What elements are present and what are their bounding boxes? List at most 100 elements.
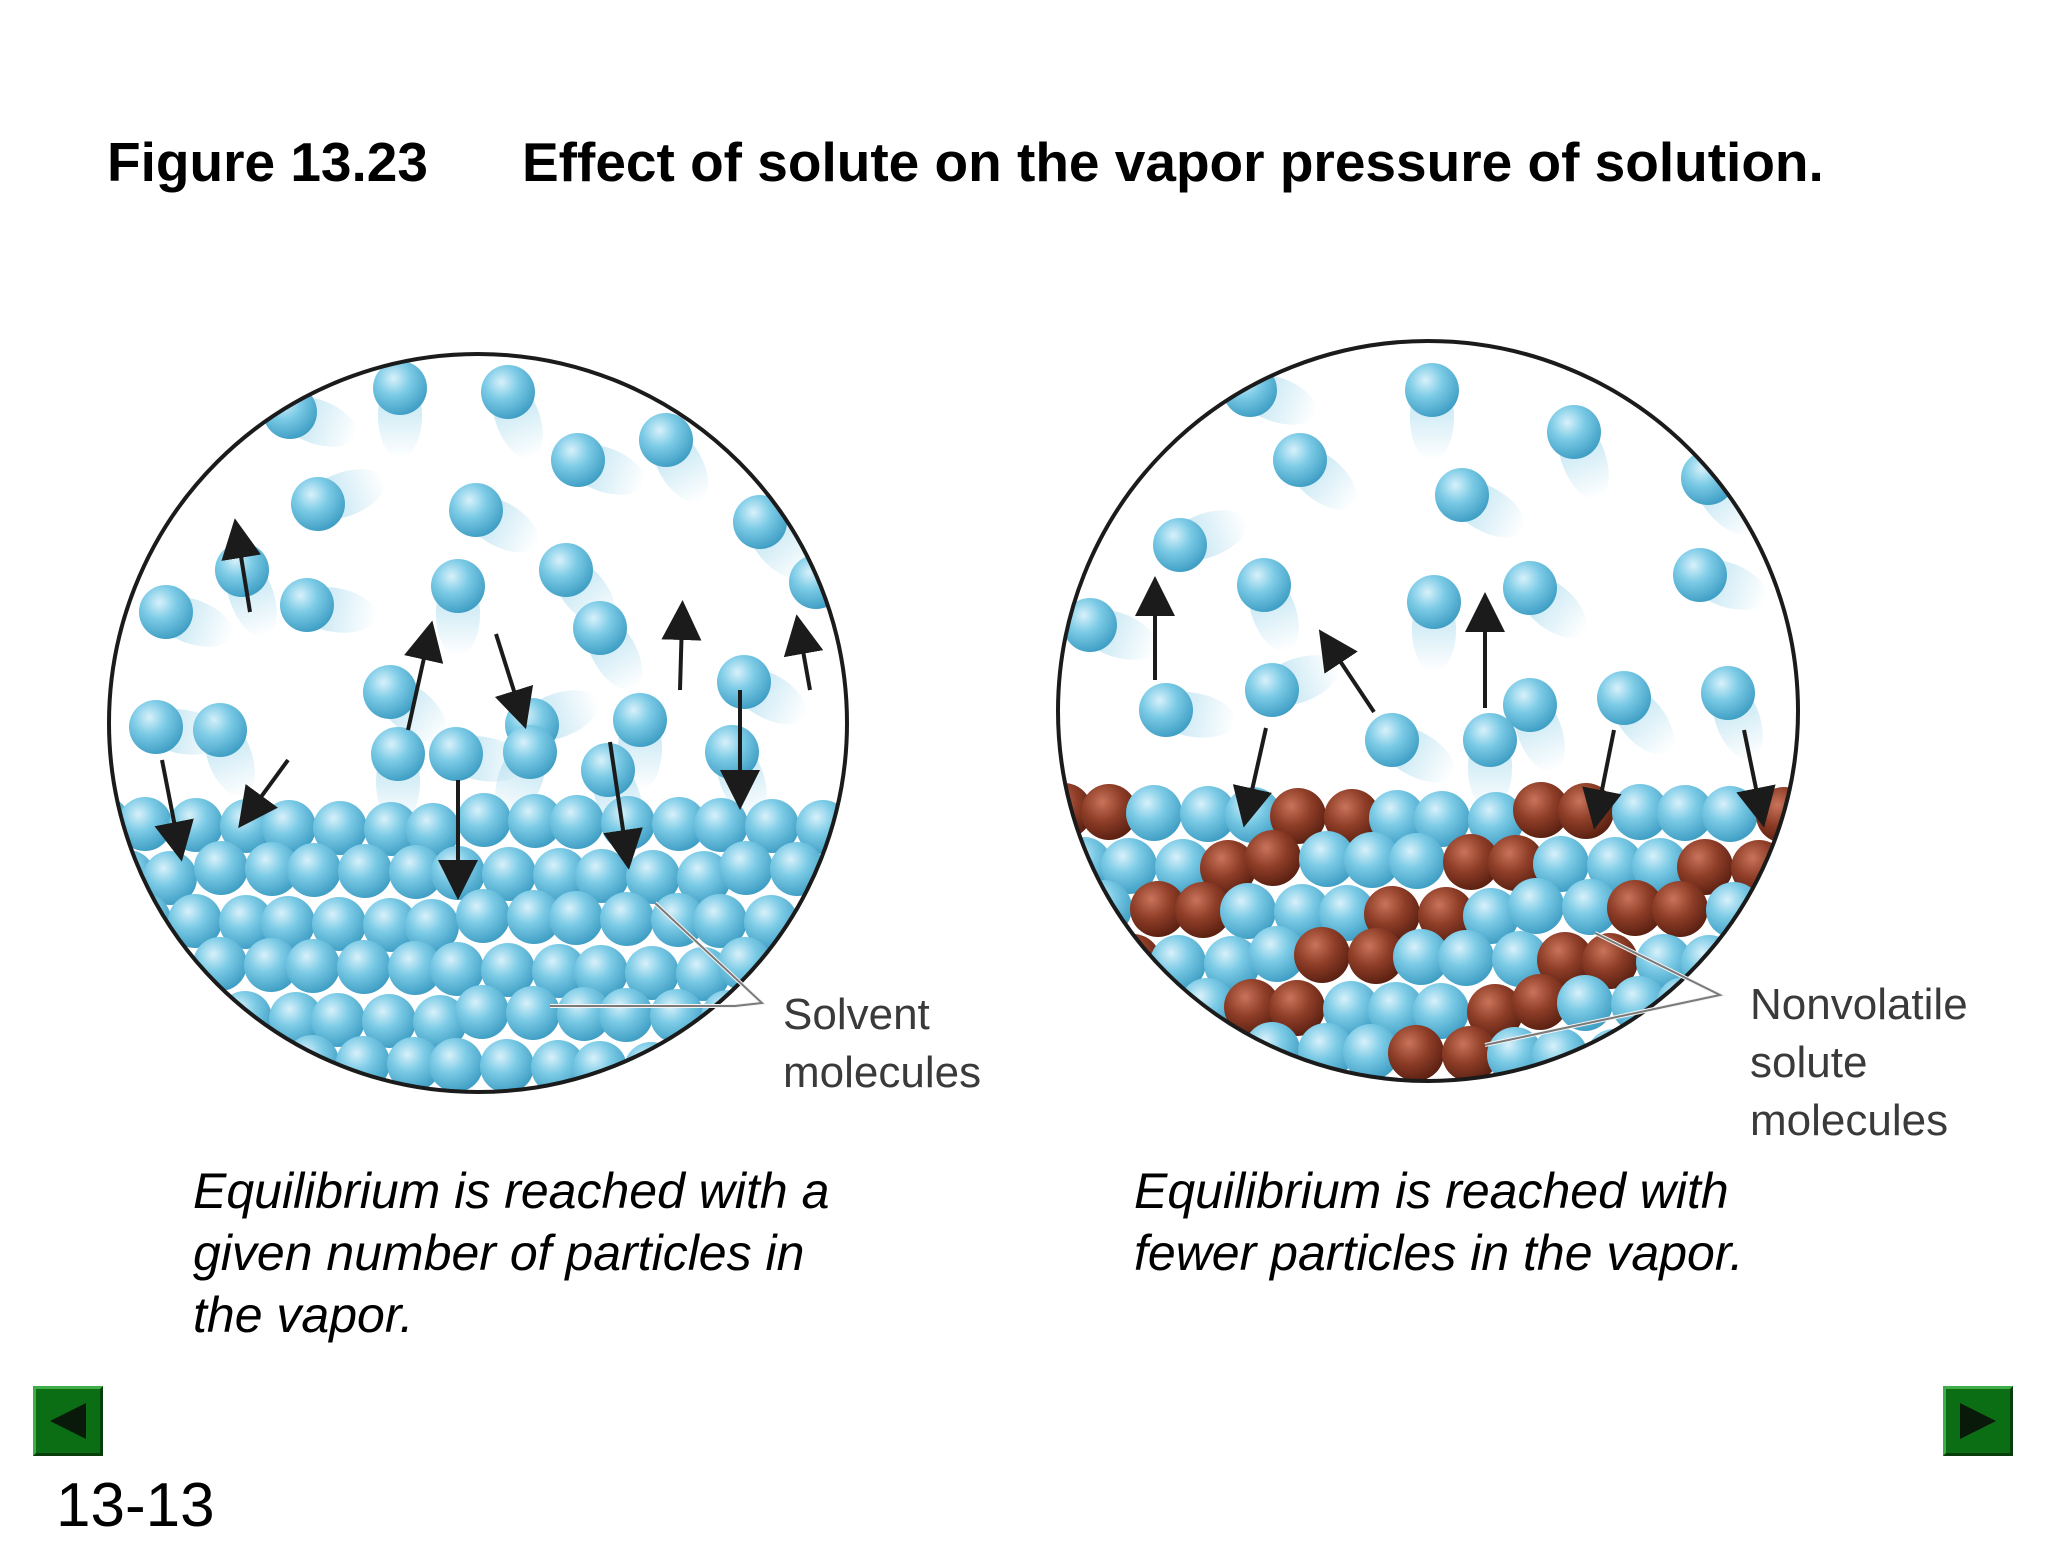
solute-molecule [1200, 840, 1256, 896]
vapor-molecule [1407, 575, 1461, 629]
vapor-molecule [1139, 683, 1193, 737]
solute-molecule [1364, 886, 1420, 942]
solute-molecule [1081, 784, 1137, 840]
vapor-molecule [1063, 598, 1117, 652]
solute-molecule [1269, 980, 1325, 1036]
solvent-molecule [837, 897, 847, 951]
solvent-molecule [1299, 831, 1355, 887]
solvent-molecule [625, 946, 679, 1000]
solvent-molecule [506, 986, 560, 1040]
solvent-molecule [1220, 883, 1276, 939]
vapor-molecule [371, 727, 425, 781]
solvent-molecule [1319, 885, 1375, 941]
vapor-molecule [280, 578, 334, 632]
solvent-molecule [574, 945, 628, 999]
next-slide-button[interactable] [1943, 1386, 2013, 1456]
solvent-molecule [1204, 936, 1260, 992]
solvent-molecule [219, 895, 273, 949]
solvent-molecule [1100, 1030, 1156, 1081]
solute-molecule [1199, 1032, 1255, 1081]
solute-molecule [1130, 881, 1186, 937]
right-panel-outline [1056, 339, 1800, 1083]
arrow [1736, 729, 1776, 828]
solvent-molecule [244, 938, 298, 992]
previous-slide-button[interactable] [33, 1386, 103, 1456]
solute-molecule [1154, 1031, 1210, 1081]
left-arrows [154, 518, 824, 900]
solute-molecule [1701, 978, 1757, 1034]
solvent-molecule [456, 889, 510, 943]
solvent-molecule [1155, 839, 1211, 895]
solvent-molecule [457, 793, 511, 847]
solvent-molecule [717, 1033, 771, 1087]
solute-molecule [1513, 782, 1569, 838]
solvent-molecules-label: Solvent molecules [783, 986, 981, 1102]
solvent-molecule [482, 847, 536, 901]
vapor-molecule [1405, 363, 1459, 417]
solute-molecule [1175, 882, 1231, 938]
solvent-molecule [1611, 976, 1667, 1032]
arrow [1318, 629, 1376, 714]
solute-molecule [1245, 830, 1301, 886]
solvent-molecule [286, 939, 340, 993]
solvent-molecule [719, 841, 773, 895]
solute-molecule [1488, 835, 1544, 891]
solute-molecule [1442, 1026, 1498, 1081]
vapor-molecule [429, 727, 483, 781]
solvent-molecule [245, 842, 299, 896]
solute-molecule [1418, 887, 1474, 943]
vapor-molecule [1435, 468, 1489, 522]
label-line: Solvent [783, 990, 930, 1039]
vapor-molecule [481, 365, 535, 419]
solvent-molecule [533, 848, 587, 902]
solvent-molecule [481, 943, 535, 997]
solvent-molecule [1612, 784, 1668, 840]
solvent-molecule [677, 851, 731, 905]
solvent-molecule [109, 988, 128, 1042]
left-panel-outline [107, 352, 849, 1094]
solute-molecule [1677, 839, 1733, 895]
arrow [1232, 727, 1272, 828]
solvent-molecule [675, 1043, 729, 1092]
solvent-molecule [167, 990, 221, 1044]
vapor-molecule [573, 601, 627, 655]
solvent-molecule [338, 844, 392, 898]
solute-molecule [1324, 789, 1380, 845]
solvent-molecule [313, 801, 367, 855]
solvent-molecule [406, 803, 460, 857]
solvent-molecule [125, 989, 179, 1043]
vapor-molecule [705, 725, 759, 779]
solvent-molecule [769, 938, 823, 992]
vapor-molecule [639, 413, 693, 467]
solvent-molecule [192, 1033, 246, 1087]
arrow [221, 518, 261, 613]
solute-molecules-label: Nonvolatile solute molecules [1750, 976, 1968, 1150]
vapor-molecule [1273, 433, 1327, 487]
solute-molecule [1558, 783, 1614, 839]
solvent-molecule [601, 796, 655, 850]
vapor-molecule [539, 543, 593, 597]
solvent-molecule [117, 893, 171, 947]
vapor-molecule [1503, 678, 1557, 732]
solvent-molecule [701, 990, 755, 1044]
solvent-molecule [118, 797, 172, 851]
solute-molecule [1443, 834, 1499, 890]
arrow [603, 741, 643, 870]
vapor-molecule [291, 477, 345, 531]
arrow [1582, 729, 1622, 830]
solvent-molecule [480, 1039, 534, 1092]
vapor-molecule [789, 555, 843, 609]
solvent-molecule [1751, 883, 1798, 939]
left-pointer-line [550, 902, 765, 1007]
solvent-molecule [1343, 1024, 1399, 1080]
solvent-molecule [1414, 791, 1470, 847]
solvent-molecule [557, 987, 611, 1041]
arrow [661, 600, 702, 691]
vapor-molecule [1597, 671, 1651, 725]
figure-caption-title: Effect of solute on the vapor pressure o… [522, 131, 1824, 193]
solvent-molecule [1468, 792, 1524, 848]
solute-molecule [1467, 984, 1523, 1040]
vapor-molecule [431, 559, 485, 613]
solvent-molecule [1125, 977, 1181, 1033]
